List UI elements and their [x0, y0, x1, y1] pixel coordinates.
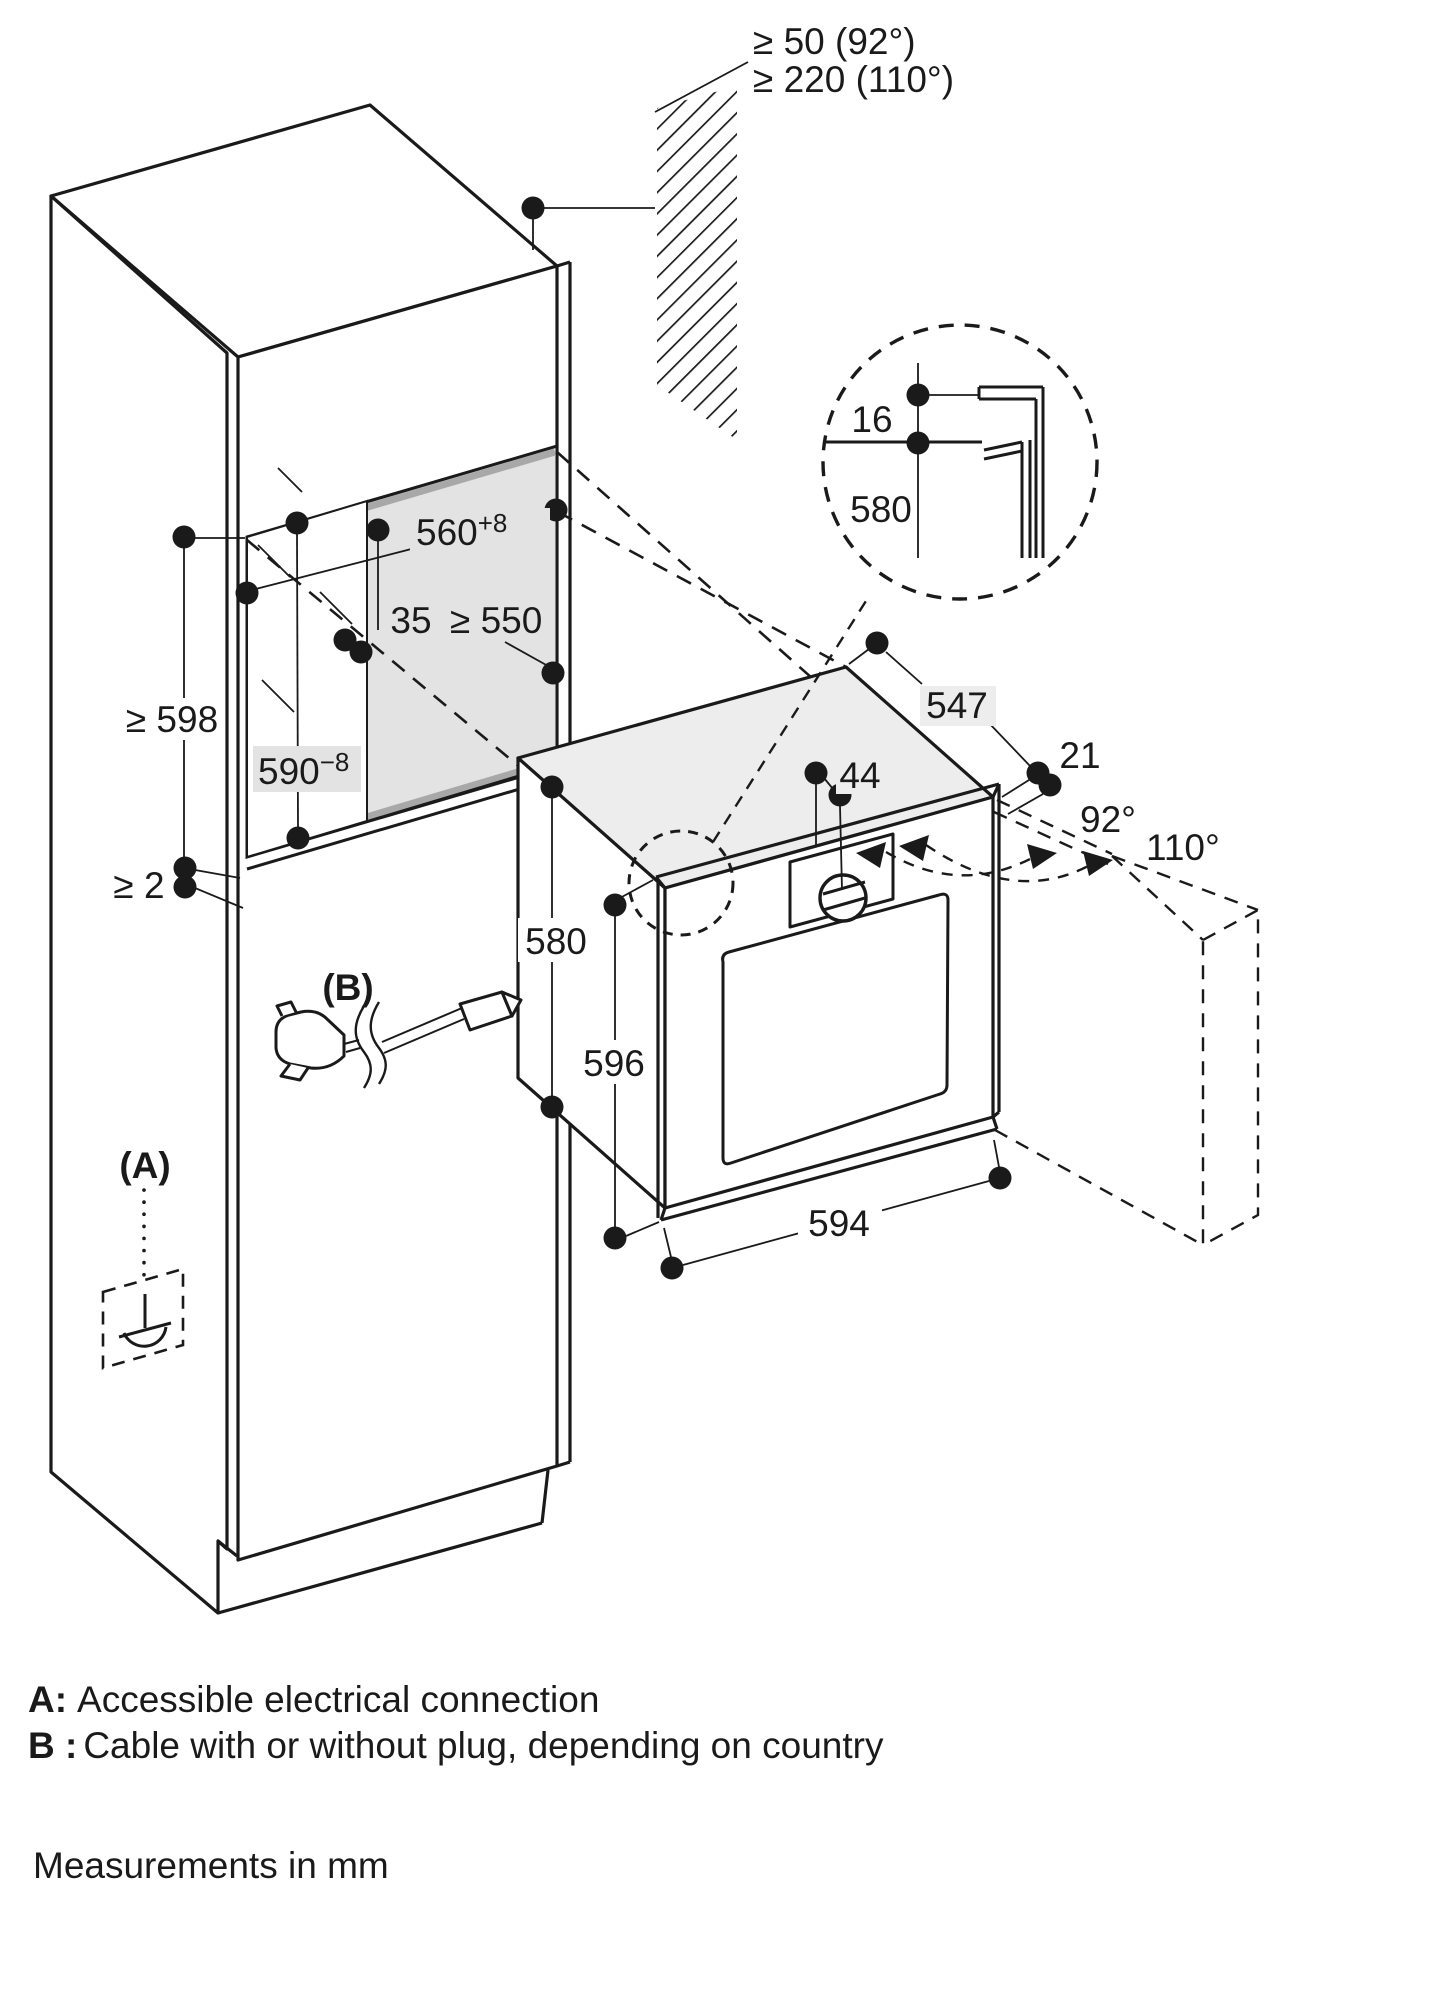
label-backgrounds [124, 508, 996, 1244]
control-offset-label: 44 [839, 755, 880, 796]
niche-side-label: 35 [390, 600, 431, 641]
oven-knob [818, 873, 868, 923]
section-ticks [257, 467, 353, 713]
cable-break-wave [354, 1005, 372, 1089]
callout-a-label: (A) [119, 1145, 170, 1186]
detail-580-label: 580 [850, 489, 912, 530]
niche-width-label: 560+8 [416, 508, 507, 553]
angle-110-label: 110° [1146, 827, 1220, 868]
socket-box [101, 1267, 185, 1370]
oven-door-window [721, 892, 950, 1166]
oven [516, 665, 1001, 1222]
clearance-92-label: ≥ 50 (92°) [753, 21, 916, 62]
note-a: A:Accessible electrical connection [28, 1679, 599, 1720]
plug-icon [274, 1009, 346, 1070]
callout-b-label: (B) [322, 967, 373, 1008]
niche-height-label: 590−8 [258, 747, 349, 792]
plinth-bottom-edge [217, 1521, 543, 1615]
units-note: Measurements in mm [33, 1845, 389, 1886]
socket-callout [101, 1188, 185, 1370]
front-height-label: 596 [583, 1043, 645, 1084]
dimension-dots [172, 196, 1062, 1280]
cabinet-height-label: ≥ 598 [126, 699, 218, 740]
detail-source-circle [627, 829, 735, 937]
oven-width-label: 594 [808, 1203, 870, 1244]
swing-arc-outer [925, 844, 1093, 883]
socket-icon [118, 1294, 172, 1348]
detail-16-label: 16 [851, 399, 892, 440]
swing-arrowheads [856, 835, 1113, 876]
oven-front-frame [654, 782, 1001, 1222]
niche-depth-label: ≥ 550 [450, 600, 542, 641]
note-b: B :Cable with or without plug, depending… [28, 1725, 884, 1766]
frame-protrusion-label: 21 [1059, 735, 1100, 776]
clearance-110-label: ≥ 220 (110°) [753, 59, 954, 100]
projection-lines [246, 451, 847, 889]
angle-92-label: 92° [1080, 799, 1136, 840]
door-open-panel [1201, 907, 1260, 1248]
detail-callout [627, 323, 1099, 937]
footnotes: A:Accessible electrical connection B :Ca… [28, 1679, 884, 1886]
niche-left-wall [246, 499, 368, 859]
cabinet [49, 103, 572, 1615]
dimension-labels: ≥ 50 (92°) ≥ 220 (110°) 16 580 560+8 35 … [113, 21, 1219, 1244]
wall-hatch [657, 86, 737, 440]
oven-height-label: 580 [525, 921, 587, 962]
detail-magnifier-circle [821, 323, 1099, 601]
power-cable [274, 990, 523, 1089]
oven-depth-label: 547 [926, 685, 988, 726]
door-swing [885, 798, 1260, 1248]
bottom-gap-label: ≥ 2 [113, 865, 164, 906]
